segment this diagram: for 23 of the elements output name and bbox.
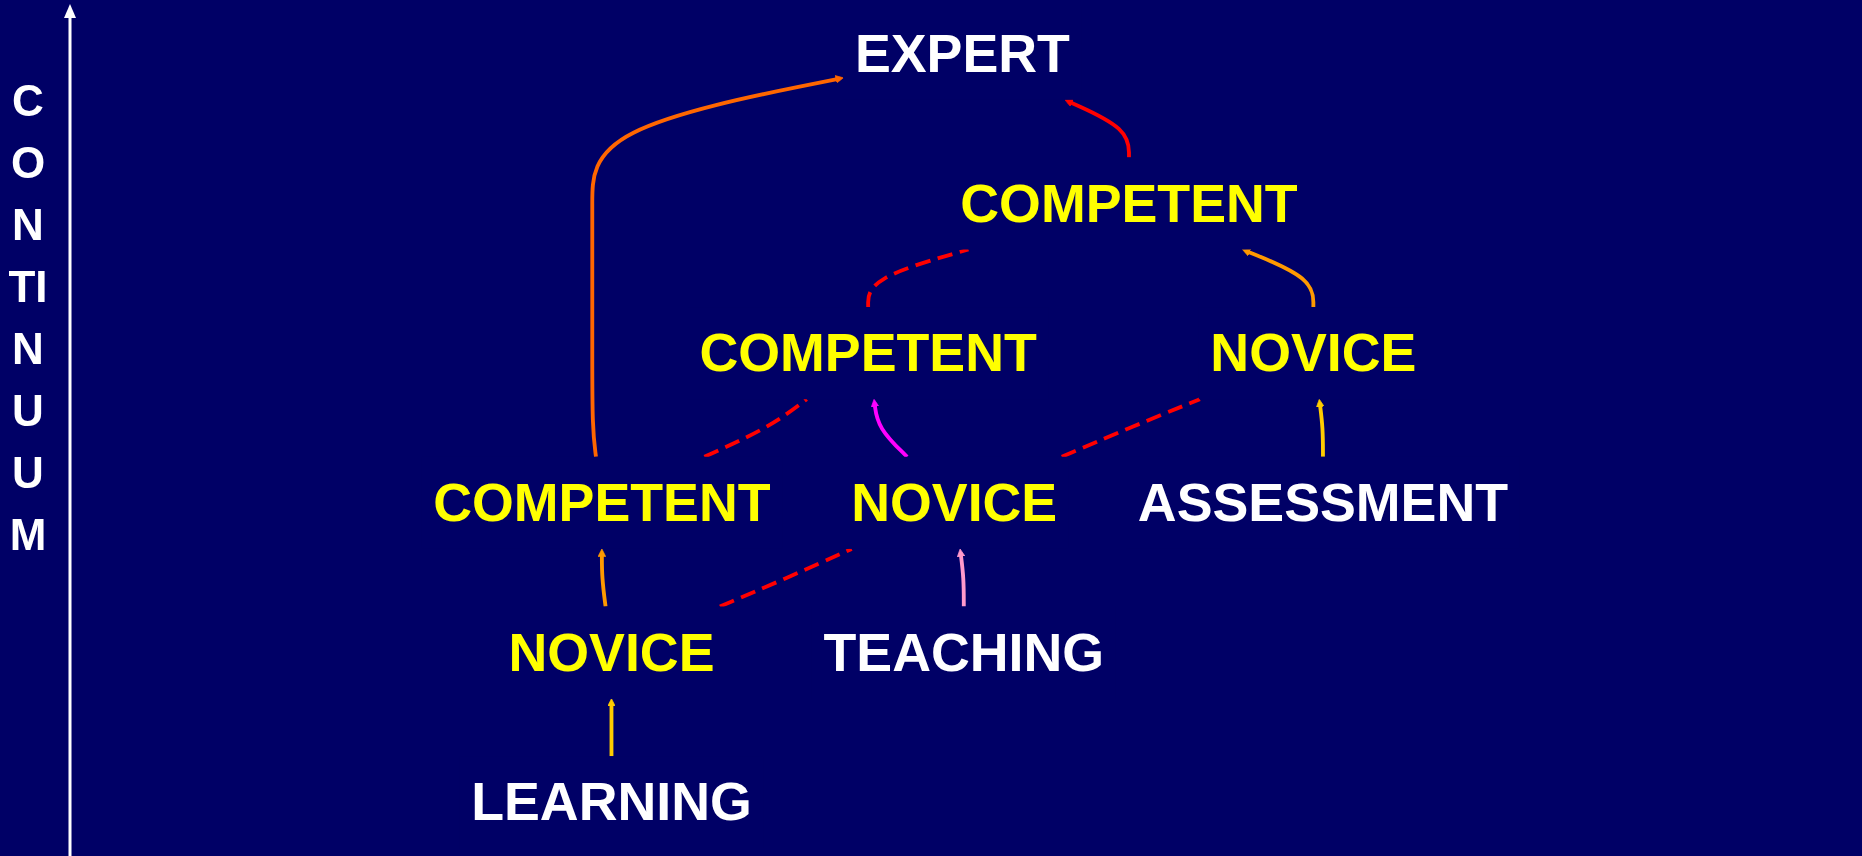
arrow <box>607 698 617 757</box>
connector <box>703 397 809 459</box>
arrow <box>1316 398 1326 457</box>
arrow <box>1242 248 1316 308</box>
arrow <box>871 398 909 459</box>
node-text: EXPERT <box>855 23 1071 84</box>
arrow <box>598 548 608 607</box>
node-text: TEACHING <box>823 621 1105 683</box>
node-text: COMPETENT <box>699 322 1038 383</box>
node-text: NOVICE <box>1210 322 1417 383</box>
node-text: COMPETENT <box>433 472 771 533</box>
axis-label: CONTINUUM <box>8 75 48 561</box>
node-text: ASSESSMENT <box>1138 472 1509 533</box>
arrow <box>590 75 845 458</box>
node-text: COMPETENT <box>960 172 1299 234</box>
node-text: LEARNING <box>471 771 753 833</box>
connector <box>866 247 970 308</box>
arrow <box>957 548 967 607</box>
connector <box>1061 397 1201 459</box>
connector <box>719 547 853 609</box>
arrow <box>1064 99 1132 158</box>
node-text: NOVICE <box>508 621 715 683</box>
node-text: NOVICE <box>851 472 1058 533</box>
